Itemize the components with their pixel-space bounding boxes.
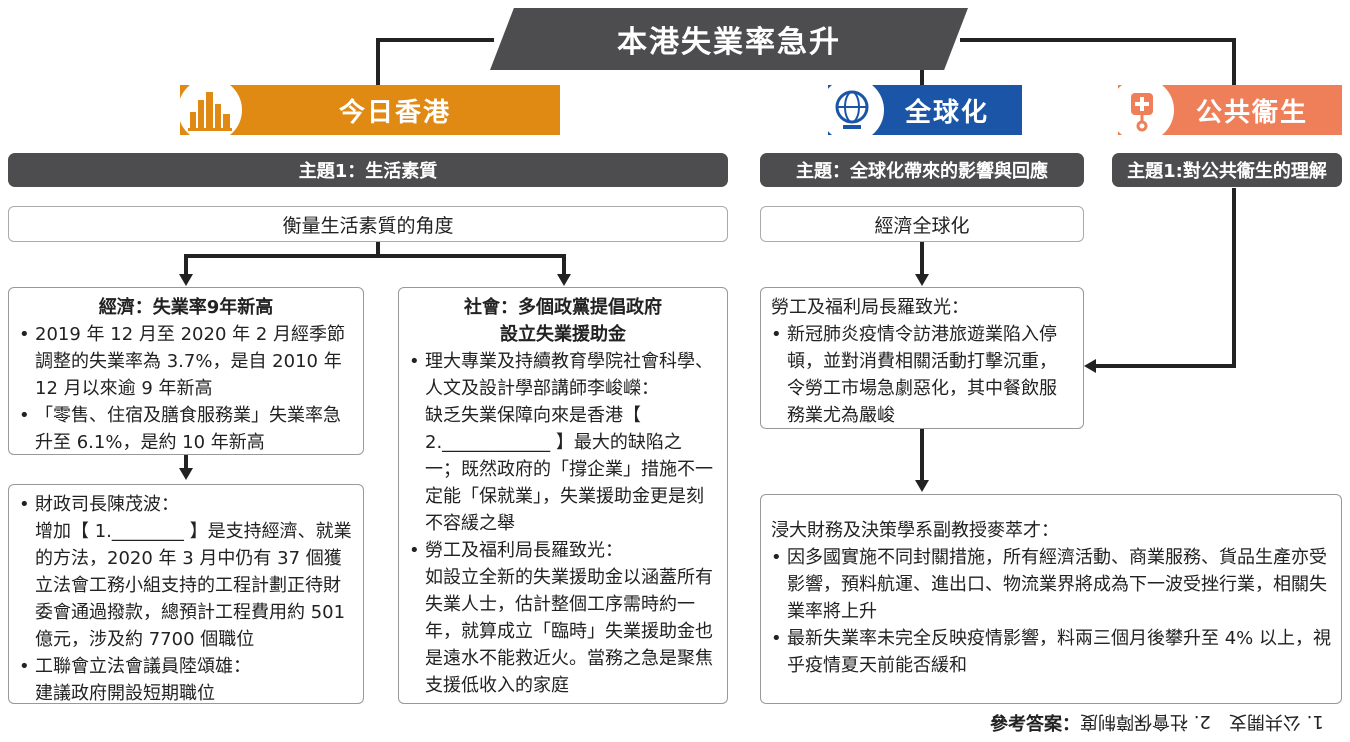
box-finance-bullet-1-head: 財政司長陳茂波：	[19, 491, 353, 518]
box-finance: 財政司長陳茂波： 增加【 1.________ 】是支持經濟、就業的方法，202…	[8, 484, 364, 704]
reference-answer-text: 1. 公共開支 2. 社會保障制度	[1080, 711, 1324, 732]
header-hk: 今日香港	[178, 78, 560, 142]
connector-top-right	[960, 38, 1236, 42]
box-society: 社會：多個政黨提倡政府 設立失業援助金 理大專業及持續教育學院社會科學、人文及設…	[398, 287, 728, 704]
box-society-bullet-2-body: 如設立全新的失業援助金以涵蓋所有失業人士，估計整個工序需時約一年，就算成立「臨時…	[425, 567, 713, 696]
connector-health-left	[1096, 364, 1236, 368]
reference-answer: 參考答案：1. 公共開支 2. 社會保障制度	[990, 710, 1340, 736]
header-global: 全球化	[820, 78, 1022, 142]
skyline-icon	[178, 78, 242, 142]
connector-health-down	[1232, 38, 1236, 88]
box-labour-head: 勞工及福利局長羅致光：	[771, 297, 969, 318]
arrow-health-to-labour	[1084, 359, 1096, 373]
header-hk-label: 今日香港	[338, 97, 451, 128]
main-title: 本港失業率急升	[490, 8, 968, 70]
box-finance-bullet-2-head: 工聯會立法會議員陸頌雄：	[19, 653, 353, 680]
arrow-labour	[915, 274, 929, 286]
sub-hk: 衡量生活素質的角度	[8, 206, 728, 242]
connector-economy-finance	[184, 454, 188, 470]
box-society-title-2: 設立失業援助金	[500, 324, 626, 345]
box-labour-bullet-1: 新冠肺炎疫情令訪港旅遊業陷入停頓，並對消費相關活動打擊沉重，令勞工市場急劇惡化，…	[771, 321, 1073, 429]
stethoscope-icon	[1110, 78, 1174, 142]
box-finance-bullet-1-body: 增加【 1.________ 】是支持經濟、就業的方法，2020 年 3 月中仍…	[35, 521, 352, 650]
box-economy-bullet-2: 「零售、住宿及膳食服務業」失業率急升至 6.1%，是約 10 年新高	[19, 402, 353, 456]
arrow-economy	[179, 274, 193, 286]
connector-health-long	[1232, 188, 1236, 368]
connector-split-hk	[184, 254, 566, 258]
connector-split-right	[562, 254, 566, 276]
theme-hk: 主題1：生活素質	[8, 153, 728, 187]
arrow-bu	[915, 480, 929, 492]
box-bu-bullet-2: 最新失業率未完全反映疫情影響，料兩三個月後攀升至 4% 以上，視乎疫情夏天前能否…	[771, 625, 1331, 679]
box-bu-bullet-1: 因多國實施不同封關措施，所有經濟活動、商業服務、貨品生產亦受影響，預料航運、進出…	[771, 544, 1331, 625]
connector-sub-hk	[376, 240, 380, 256]
theme-health: 主題1:對公共衞生的理解	[1112, 153, 1342, 187]
header-health: 公共衞生	[1110, 78, 1342, 142]
arrow-finance	[179, 468, 193, 480]
box-finance-bullet-2-body: 建議政府開設短期職位	[35, 683, 215, 704]
box-economy: 經濟：失業率9年新高 2019 年 12 月至 2020 年 2 月經季節調整的…	[8, 287, 364, 455]
box-society-bullet-1-body: 缺乏失業保障向來是香港【 2.____________ 】最大的缺陷之一；既然政…	[425, 405, 713, 534]
box-bu: 浸大財務及決策學系副教授麥萃才： 因多國實施不同封關措施，所有經濟活動、商業服務…	[760, 494, 1342, 704]
box-bu-head: 浸大財務及決策學系副教授麥萃才：	[771, 520, 1059, 541]
header-health-label: 公共衞生	[1195, 97, 1308, 128]
header-global-label: 全球化	[904, 97, 989, 128]
box-society-bullet-1-head: 理大專業及持續教育學院社會科學、人文及設計學部講師李峻嶸：	[409, 348, 717, 402]
sub-global: 經濟全球化	[760, 206, 1084, 242]
reference-answer-label: 參考答案：	[990, 714, 1080, 735]
connector-top-left-down	[376, 38, 380, 88]
box-economy-title: 經濟：失業率9年新高	[98, 297, 274, 318]
theme-global: 主題：全球化帶來的影響與回應	[760, 153, 1084, 187]
globe-icon	[820, 78, 884, 142]
connector-split-left	[184, 254, 188, 276]
arrow-society	[557, 274, 571, 286]
box-labour: 勞工及福利局長羅致光： 新冠肺炎疫情令訪港旅遊業陷入停頓，並對消費相關活動打擊沉…	[760, 287, 1084, 429]
box-economy-bullet-1: 2019 年 12 月至 2020 年 2 月經季節調整的失業率為 3.7%，是…	[19, 321, 353, 402]
box-society-title-1: 社會：多個政黨提倡政府	[464, 297, 662, 318]
box-society-bullet-2-head: 勞工及福利局長羅致光：	[409, 537, 717, 564]
connector-labour-bu	[920, 428, 924, 480]
connector-top-left	[376, 38, 494, 42]
connector-sub-global	[920, 242, 924, 276]
